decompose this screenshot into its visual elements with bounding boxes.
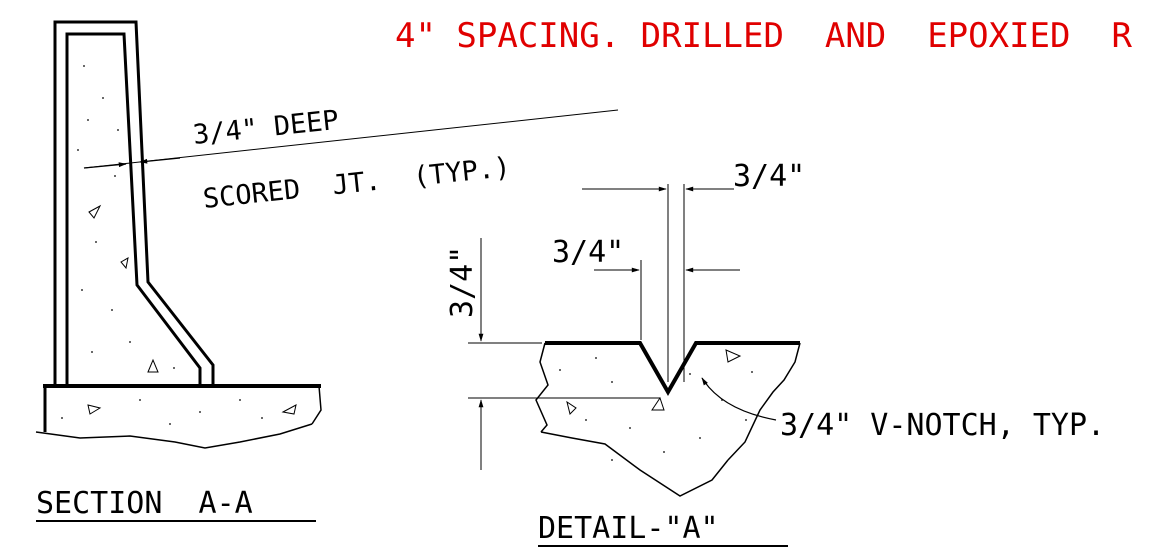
concrete-stipple [61, 65, 263, 425]
detail-right-break [727, 342, 801, 461]
joint-callout-line1: 3/4" DEEP [191, 105, 340, 151]
section-a-a-wall [35, 20, 322, 449]
dim-top-right-label: 3/4" [733, 159, 805, 194]
v-notch-surface [545, 341, 800, 397]
detail-bottom-break [540, 431, 729, 497]
slab-break-line [35, 423, 313, 449]
detail-a-title: DETAIL-"A" [538, 511, 719, 546]
wall-outer-outline [53, 20, 215, 388]
scored-joint-callout: 3/4" DEEP SCORED JT. (TYP.) [83, 105, 619, 215]
detail-dimensions: 3/4" 3/4" 3/4" [445, 159, 805, 470]
spacing-note: 4" SPACING. DRILLED AND EPOXIED R [395, 16, 1132, 56]
detail-hatch-1 [725, 349, 742, 363]
slab-right-edge [311, 385, 322, 425]
joint-callout-line2: SCORED JT. (TYP.) [201, 152, 511, 215]
dim-vertical-label: 3/4" [445, 246, 480, 318]
concrete-hatch-2 [120, 257, 129, 270]
wall-inner-outline [65, 32, 202, 388]
v-notch-callout-label: 3/4" V-NOTCH, TYP. [780, 408, 1105, 443]
dim-top-left-label: 3/4" [552, 235, 624, 270]
detail-hatch-3 [651, 396, 665, 411]
section-a-a-title: SECTION A-A [36, 486, 253, 521]
detail-hatch-2 [566, 400, 577, 415]
v-notch-leader [701, 377, 777, 421]
detail-left-break [535, 342, 549, 433]
concrete-hatch-4 [87, 404, 102, 415]
concrete-hatch-3 [147, 358, 159, 373]
detail-a-slab [535, 341, 801, 497]
joint-arrow-right [139, 157, 181, 164]
concrete-hatch-5 [281, 404, 297, 415]
detail-stipple [559, 357, 753, 461]
concrete-hatch-1 [88, 204, 102, 219]
v-notch-callout: 3/4" V-NOTCH, TYP. [701, 377, 1105, 443]
joint-arrow-left [83, 162, 127, 169]
